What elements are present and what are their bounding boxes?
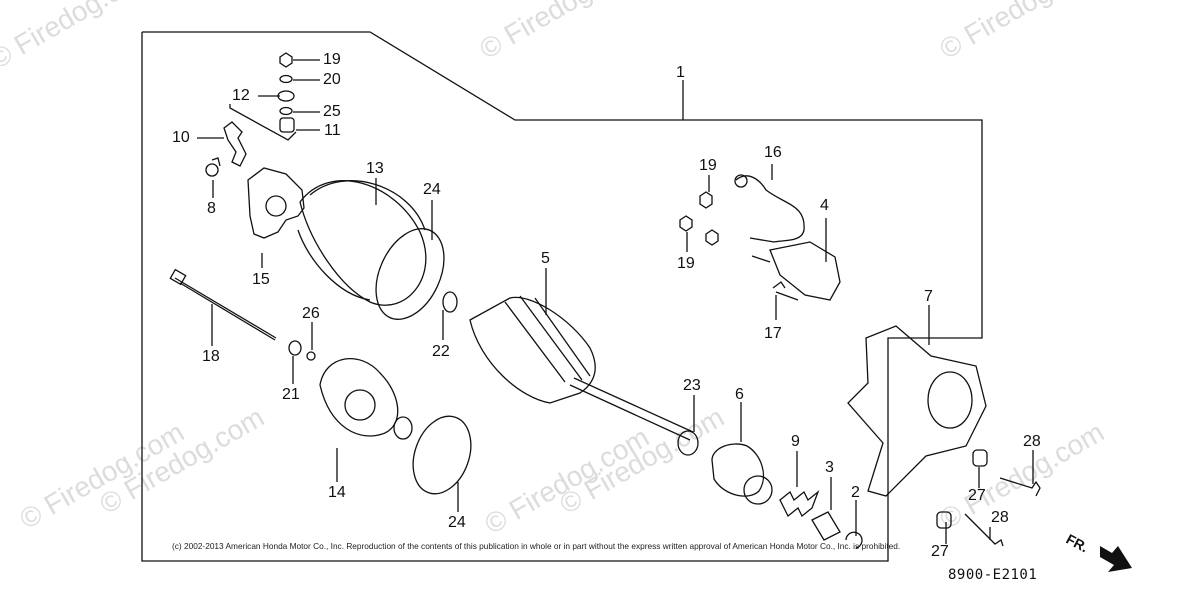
washer-21 [288,340,302,356]
spring-9 [779,490,820,518]
dowel-27 [972,449,988,467]
part-label-24: 24 [448,514,466,531]
drive-housing-7 [847,325,987,497]
part-label-2: 2 [851,484,860,501]
brush-holder-15 [247,167,305,239]
washer-25 [279,106,293,116]
part-label-7: 7 [924,288,933,305]
pinion-gear-6 [711,443,764,497]
part-label-14: 14 [328,484,346,501]
part-label-27: 27 [968,487,986,504]
part-label-26: 26 [302,305,320,322]
part-label-11: 11 [324,122,341,139]
nut [705,229,719,246]
part-label-13: 13 [366,160,384,177]
dowel-27b [936,511,952,529]
armature-5 [469,296,596,404]
part-label-5: 5 [541,250,550,267]
washer-20 [279,74,293,84]
washer-12 [277,90,295,102]
bolt-17 [772,281,799,301]
part-label-17: 17 [764,325,782,342]
part-label-27: 27 [931,543,949,560]
assembly-boundary [141,31,983,562]
part-label-15: 15 [252,271,270,288]
part-label-19: 19 [677,255,695,272]
o-ring-24 [375,228,445,320]
part-label-4: 4 [820,197,829,214]
brush-terminal-10 [223,121,247,167]
part-label-19: 19 [323,51,341,68]
nut-19c [679,215,693,232]
circlip-2 [845,531,863,549]
part-label-6: 6 [735,386,744,403]
brush-8 [205,157,221,177]
part-label-10: 10 [172,129,190,146]
collar-3 [811,511,841,541]
o-ring-26 [306,351,316,361]
o-ring-24-lower [412,415,472,495]
part-label-23: 23 [683,377,701,394]
part-label-8: 8 [207,200,216,217]
part-label-25: 25 [323,103,341,120]
insulator-11 [279,117,295,133]
part-label-20: 20 [323,71,341,88]
part-label-9: 9 [791,433,800,450]
washer-23 [677,430,699,456]
part-label-16: 16 [764,144,782,161]
part-label-18: 18 [202,348,220,365]
washer-22 [442,291,458,313]
part-label-21: 21 [282,386,300,403]
part-label-28: 28 [991,509,1009,526]
through-bolt-18 [174,277,277,339]
solenoid-4 [769,241,841,301]
part-label-24: 24 [423,181,441,198]
part-label-3: 3 [825,459,834,476]
part-label-22: 22 [432,343,450,360]
part-label-12: 12 [232,87,250,104]
part-label-19: 19 [699,157,717,174]
bearing [393,416,413,440]
part-label-1: 1 [676,64,685,81]
bolt-28 [999,477,1041,497]
nut-19b [699,191,713,209]
part-label-28: 28 [1023,433,1041,450]
front-arrow-icon [1100,546,1132,572]
end-cover-14 [319,357,399,437]
bolt-28b [964,513,1004,547]
diagram-code: 8900-E2101 [948,567,1038,583]
cable-16 [735,175,805,243]
copyright-notice: (c) 2002-2013 American Honda Motor Co., … [172,541,901,551]
yoke-13 [299,180,427,306]
nut-19 [279,52,293,68]
